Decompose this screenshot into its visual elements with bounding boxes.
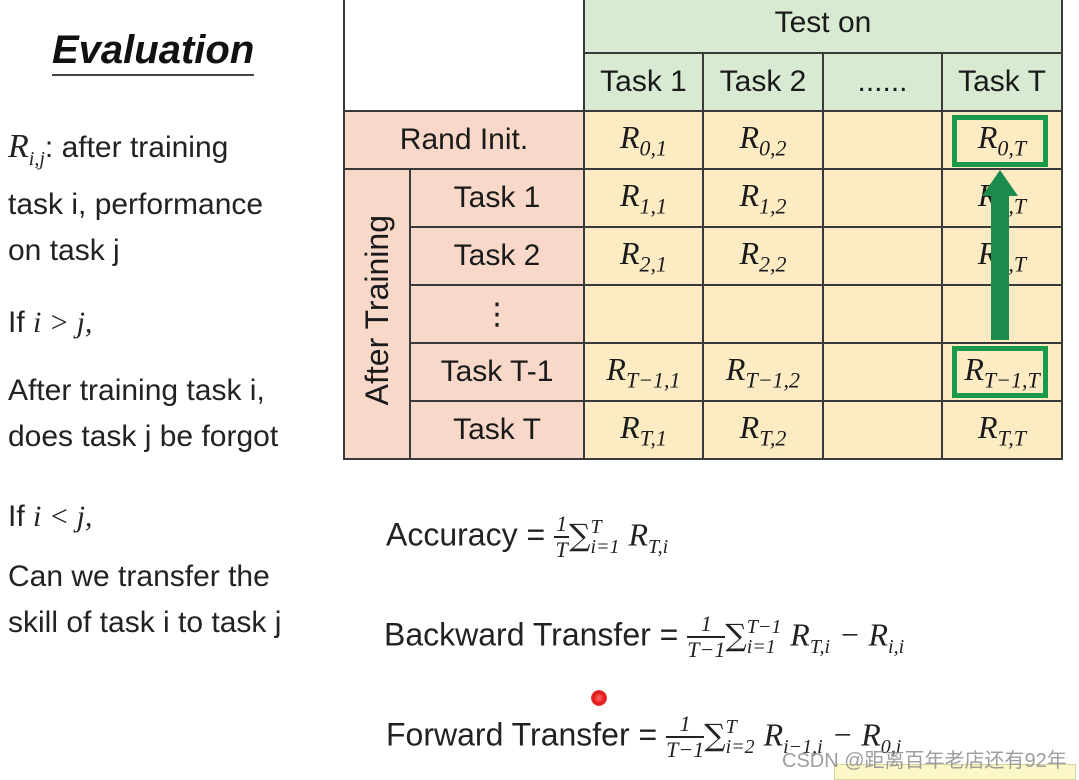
matrix-cell: RT−1,2 [702,342,824,402]
matrix-cell [583,284,704,344]
highlight-box-r0t [952,115,1048,167]
col-header-task-1: Task 1 [583,52,704,112]
corner-cell [343,0,585,112]
col-header-task-2: Task 2 [702,52,824,112]
slide-title: Evaluation [52,28,255,76]
table-row: Task 2 R2,1 R2,2 R2,T [344,226,1063,286]
if-greater-line: If i > j, [8,306,93,339]
sigma-icon: ∑ [725,618,747,654]
matrix-cell [822,342,943,402]
row-label-task-t-1: Task T-1 [409,342,585,402]
matrix-cell [822,226,943,286]
table-row: Task T-1 RT−1,1 RT−1,2 RT−1,T [344,342,1063,402]
table-row: After Training Task 1 R1,1 R1,2 R1,T [343,168,1063,460]
matrix-cell: R0,T [941,110,1063,170]
matrix-cell: R2,1 [583,226,704,286]
matrix-cell: R0,2 [702,110,824,170]
matrix-cell [702,284,824,344]
sigma-icon: ∑ [704,718,726,754]
row-label-task-2: Task 2 [409,226,585,286]
sigma-icon: ∑ [569,518,591,554]
matrix-cell: RT,1 [583,400,704,460]
definition-block: Ri,j: after training task i, performance… [8,124,263,274]
if-less-line: If i < j, [8,500,93,533]
definition-line-2: task i, performance [8,188,264,221]
matrix-cell: R1,2 [702,168,824,228]
arrow-up-icon [982,170,1018,196]
evaluation-matrix: Test on Task 1 Task 2 ...... Task T Rand… [343,0,1063,460]
matrix-cell: R0,1 [583,110,704,170]
less-explanation: Can we transfer the skill of task i to t… [8,560,282,639]
row-label-vertical-ellipsis: ⋮ [409,284,585,344]
watermark-text: CSDN @距离百年老店还有92年 [782,750,1067,772]
matrix-cell [822,284,943,344]
greater-explanation: After training task i, does task j be fo… [8,374,279,453]
highlight-box-rt1t [952,346,1048,398]
matrix-cell: RT−1,T [941,342,1063,402]
definition-line-1: Ri,j: after training [8,128,229,170]
matrix-cell: R1,1 [583,168,704,228]
definition-line-3: on task j [8,234,120,267]
matrix-cell: RT,2 [702,400,824,460]
row-label-task-t: Task T [409,400,585,460]
matrix-cell: R2,2 [702,226,824,286]
table-row: Rand Init. R0,1 R0,2 R0,T [343,110,1063,170]
row-label-task-1: Task 1 [409,168,585,228]
after-training-label-cell: After Training [343,168,411,460]
laser-pointer-dot [591,690,607,706]
matrix-cell [822,400,943,460]
matrix-cell [822,168,943,228]
row-label-rand-init: Rand Init. [343,110,585,170]
col-header-ellipsis: ...... [822,52,943,112]
matrix-cell: RT,T [941,400,1063,460]
table-row: Task T RT,1 RT,2 RT,T [344,400,1063,460]
matrix-cell: RT−1,1 [583,342,704,402]
table-row: ⋮ [344,284,1063,344]
col-header-task-t: Task T [941,52,1063,112]
arrow-shaft [991,190,1009,340]
test-on-header: Test on [583,0,1063,54]
after-training-label: After Training [358,214,395,406]
matrix-cell [822,110,943,170]
